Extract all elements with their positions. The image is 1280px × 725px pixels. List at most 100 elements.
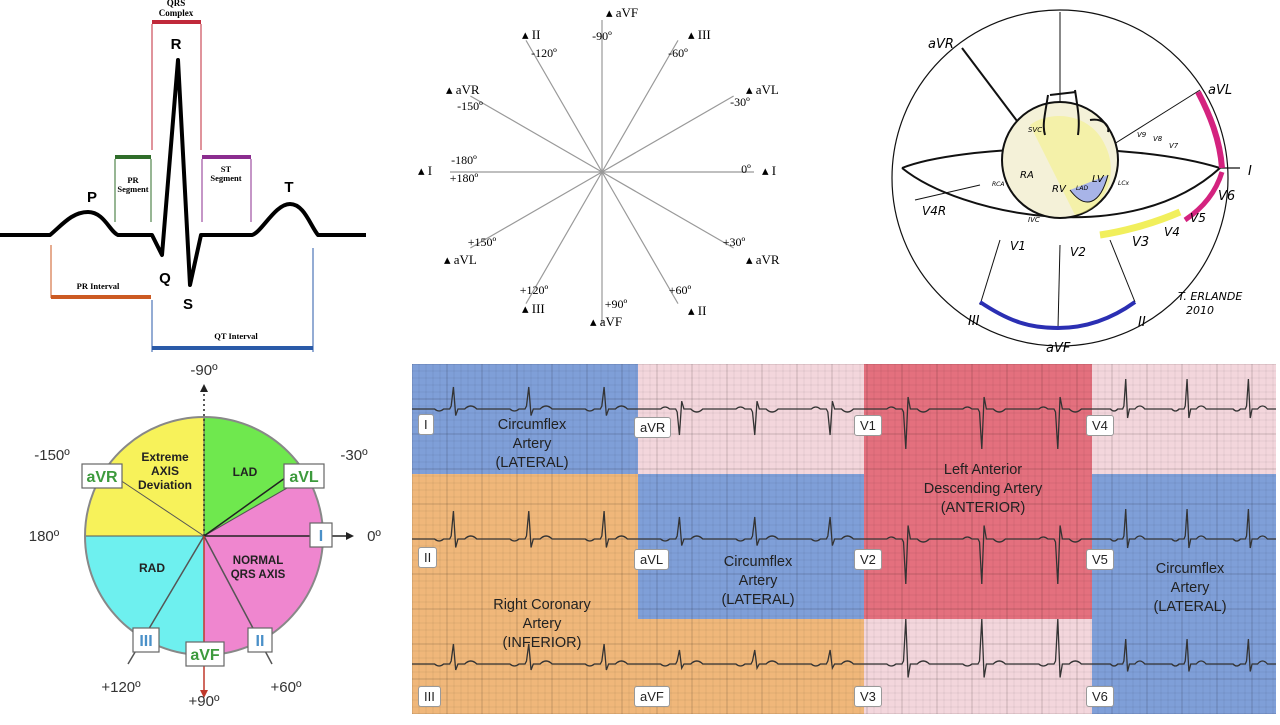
- angle-upper-right: -30º: [340, 447, 368, 464]
- s-wave-label: S: [183, 296, 193, 313]
- ecg-trace-r2c0: [412, 643, 638, 671]
- lead-label-v6: V6: [1086, 686, 1114, 707]
- axis-right-arrowhead: [346, 532, 354, 540]
- hexaxial-lead-3: ▴ aVR: [446, 82, 480, 97]
- lead-label-v2: V2: [854, 549, 882, 570]
- wheel-lead-iii-label: III: [139, 633, 152, 650]
- sketch-label-ivc: IVC: [1028, 216, 1040, 224]
- axis-line-7: [470, 171, 603, 249]
- heart-sketch-panel: aVR aVL I V6 V5 V4 V3 V2 V1 V4R III aVF …: [880, 0, 1280, 360]
- sketch-label-v5: V5: [1190, 211, 1206, 225]
- zone-bg-inferior: [412, 474, 638, 714]
- axis-up-arrowhead: [200, 384, 208, 392]
- hexaxial-lead-1: ▴ II: [522, 27, 540, 42]
- ecg-trace-r2c2: [864, 618, 1092, 678]
- sketch-label-v1: V1: [1010, 239, 1026, 253]
- t-wave-label: T: [284, 179, 293, 196]
- r-wave-label: R: [171, 36, 182, 53]
- angle-lower-left: +120º: [101, 679, 141, 696]
- lead-label-ii: II: [418, 547, 438, 568]
- axis-line-2: [601, 40, 679, 173]
- hexaxial-angle-6: 0º: [741, 162, 751, 176]
- hexaxial-angle-9: +120º: [520, 283, 549, 297]
- wheel-lead-ii-box: [247, 627, 273, 653]
- hexaxial-lead-6: ▴ I: [762, 163, 776, 178]
- zone-bg-lateral-right: [1092, 474, 1276, 714]
- axis-line-10: [601, 171, 679, 304]
- ecg-trace-r0c0: [412, 386, 638, 416]
- hexaxial-angle-7: +150º: [468, 235, 497, 249]
- angle-right: 0º: [367, 528, 381, 545]
- zone-bg-lateral-mid: [638, 474, 864, 619]
- ecg-trace-r2c1: [638, 649, 864, 671]
- lead-label-i: I: [418, 414, 434, 435]
- wheel-lead-avf-box: [185, 641, 225, 667]
- sector-label-lad: LAD: [233, 465, 258, 479]
- hexaxial-angle-5a: -180º: [451, 153, 477, 167]
- hexaxial-angle-0: -90º: [592, 29, 612, 43]
- wheel-lead-i-label: I: [319, 528, 323, 545]
- sketch-label-v6: V6: [1218, 189, 1235, 204]
- hexaxial-angle-5b: +180º: [450, 171, 479, 185]
- hexaxial-angle-8: +30º: [723, 235, 746, 249]
- pr-interval-label: PR Interval: [77, 281, 120, 291]
- sketch-label-v2: V2: [1070, 245, 1086, 259]
- axis-line-9: [525, 171, 603, 304]
- hexaxial-angle-1: -120º: [531, 46, 557, 60]
- hexaxial-diagram: ▴ aVF-90º▴ II-120º▴ III-60º▴ aVR-150º▴ a…: [418, 5, 780, 329]
- sketch-label-i: I: [1248, 164, 1252, 179]
- axis-line-3: [470, 95, 603, 173]
- ecg-territory-grid: [412, 364, 1276, 714]
- lead-label-iii: III: [418, 686, 441, 707]
- hexaxial-lead-2: ▴ III: [688, 27, 711, 42]
- hexaxial-angle-11: +90º: [605, 297, 628, 311]
- ecg-trace-r1c0: [412, 510, 638, 548]
- wheel-lead-avr-box: [81, 463, 123, 489]
- sector-label-rad: RAD: [139, 561, 165, 575]
- angle-upper-left: -150º: [34, 447, 70, 464]
- hexaxial-lead-10: ▴ II: [688, 303, 706, 318]
- ecg-trace: [0, 58, 366, 287]
- lead-label-v1: V1: [854, 415, 882, 436]
- axis-down-arrowhead: [200, 690, 208, 698]
- sketch-label-v4r: V4R: [922, 204, 946, 218]
- sketch-label-v7: V7: [1169, 142, 1179, 150]
- hexaxial-lead-0: ▴ aVF: [606, 5, 638, 20]
- lead-label-avl: aVL: [634, 549, 670, 570]
- ecg-trace-r1c1: [638, 516, 864, 546]
- hexaxial-lead-7: ▴ aVL: [444, 252, 477, 267]
- sketch-label-lad: LAD: [1076, 185, 1088, 192]
- sketch-label-lv: LV: [1092, 174, 1105, 185]
- ecg-trace-r1c3: [1092, 508, 1276, 549]
- sketch-label-lcx: LCx: [1118, 180, 1130, 187]
- hexaxial-angle-4: -30º: [730, 95, 750, 109]
- zone-bg-avr: [638, 364, 864, 474]
- hexaxial-lead-11: ▴ aVF: [590, 314, 622, 329]
- lead-label-v5: V5: [1086, 549, 1114, 570]
- wheel-lead-avf-label: aVF: [190, 647, 220, 664]
- qt-interval-label: QT Interval: [214, 331, 258, 341]
- lead-label-v3: V3: [854, 686, 882, 707]
- sketch-label-avf: aVF: [1046, 341, 1071, 356]
- axis-avl-line: [203, 477, 286, 537]
- ecg-trace-r0c2: [864, 396, 1092, 450]
- angle-bottom: +90º: [189, 693, 220, 710]
- zone-bg-anterior: [864, 364, 1092, 619]
- wheel-lead-i-box: [309, 522, 333, 548]
- angle-lower-right: +60º: [271, 679, 302, 696]
- wheel-lead-ii-label: II: [256, 633, 265, 650]
- sketch-label-v3: V3: [1132, 235, 1149, 250]
